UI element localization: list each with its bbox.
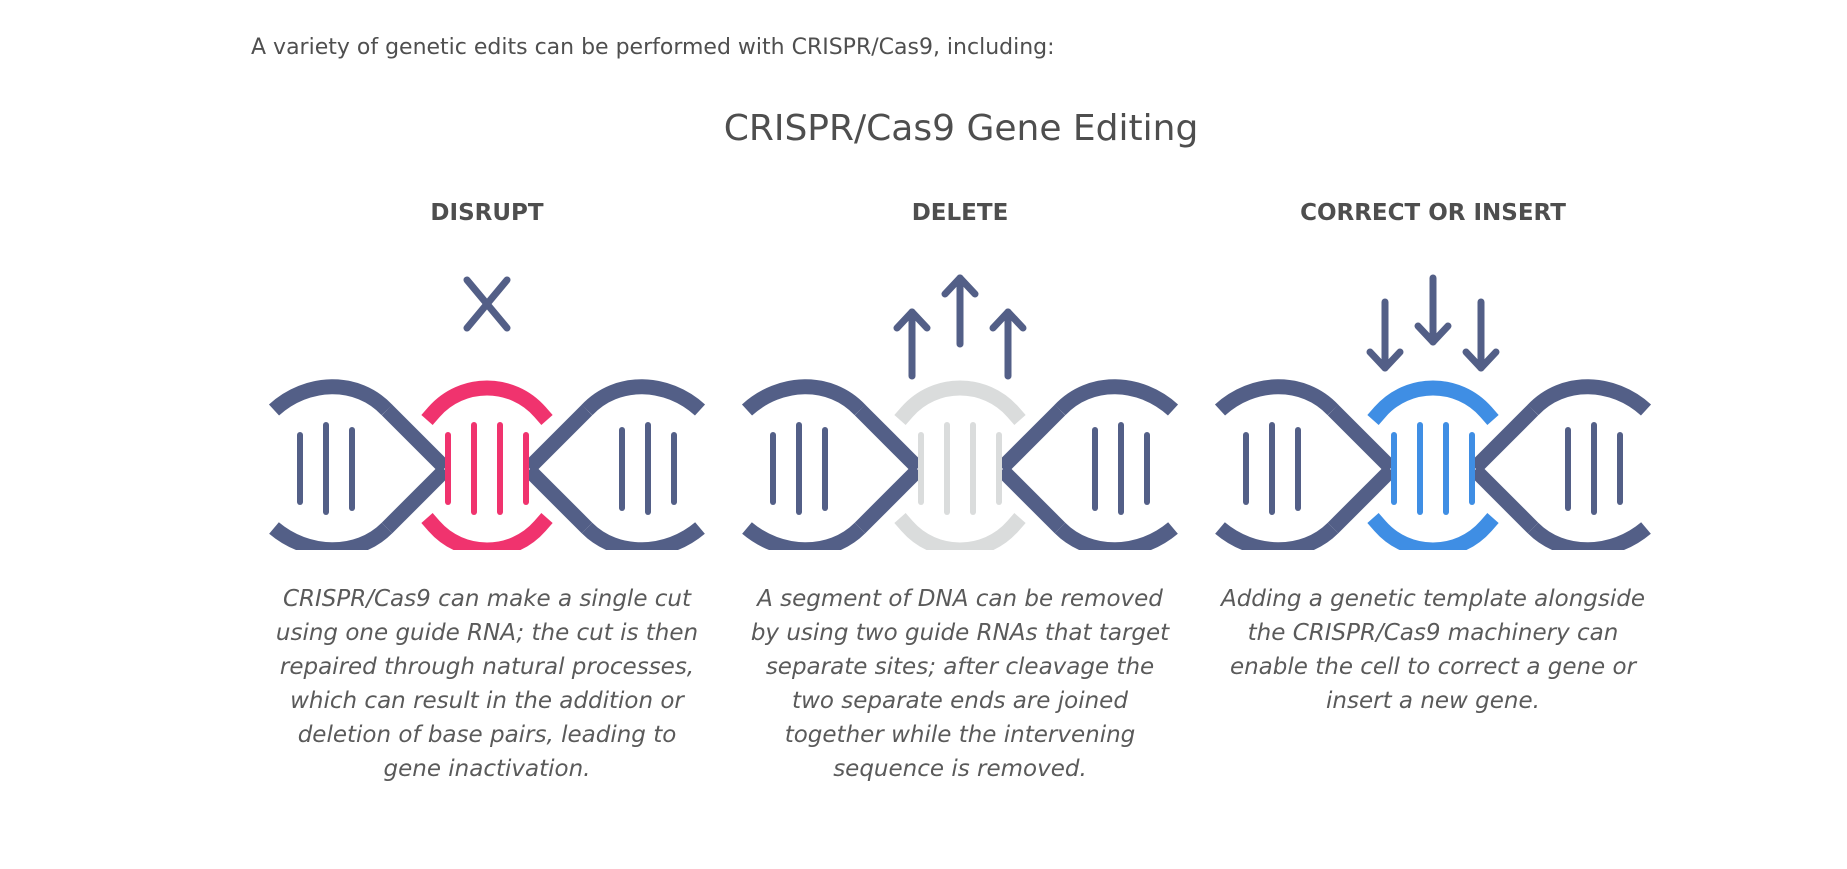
panel-disrupt: DISRUPT [262, 0, 712, 869]
base-pairs [770, 422, 1150, 515]
base-pairs [297, 422, 677, 515]
intro-text: A variety of genetic edits can be perfor… [251, 35, 1055, 60]
panel-heading: DISRUPT [430, 200, 544, 226]
panel-description: A segment of DNA can be removed by using… [750, 586, 1170, 782]
panel-correct-or-insert: CORRECT OR INSERT [1208, 0, 1658, 869]
arrows-down-icon [1366, 274, 1500, 372]
dna-helix-icon [741, 379, 1179, 550]
panel-delete: DELETE [735, 0, 1185, 869]
panel-heading: CORRECT OR INSERT [1300, 200, 1566, 226]
panel-art [741, 274, 1179, 550]
panel-art [268, 276, 706, 550]
diagram-title: CRISPR/Cas9 Gene Editing [723, 108, 1199, 149]
panel-heading: DELETE [911, 200, 1009, 226]
panel-description: Adding a genetic template alongside the … [1220, 586, 1646, 714]
panel-description: CRISPR/Cas9 can make a single cut using … [275, 586, 699, 782]
x-cut-icon [463, 276, 511, 332]
dna-helix-icon [1214, 379, 1652, 550]
arrows-up-icon [893, 274, 1027, 380]
base-pairs [1243, 422, 1623, 515]
panel-art [1214, 274, 1652, 550]
dna-helix-icon [268, 379, 706, 550]
